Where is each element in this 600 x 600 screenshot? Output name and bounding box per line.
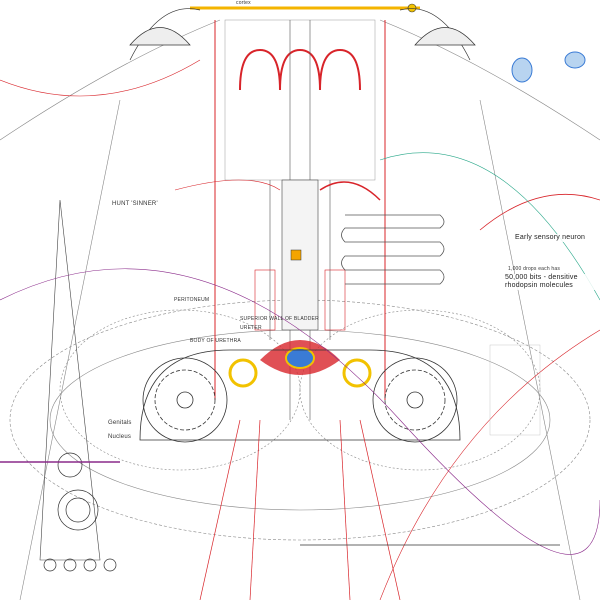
colored-curves: [0, 59, 600, 600]
label-peritoneum: PERITONEUM: [174, 297, 210, 303]
kidney-lobes: [174, 20, 386, 400]
label-hunt: HUNT 'SINNER': [112, 201, 158, 207]
label-sensory: Early sensory neuron: [515, 234, 586, 242]
label-ureter: URETER: [240, 325, 262, 331]
legend-block: [489, 344, 541, 436]
top-bar: [190, 3, 420, 13]
label-superior-wall: SUPERIOR WALL OF BLADDER: [240, 316, 319, 322]
left-instrument: [0, 452, 120, 572]
central-pelvis: [228, 340, 372, 388]
label-cortex: cortex: [236, 0, 251, 6]
serpentine-tube: [341, 214, 445, 285]
label-molecules: 50,000 bits - densitive rhodopsin molecu…: [505, 274, 597, 290]
top-arches: [129, 8, 476, 61]
spine-column: [224, 19, 376, 420]
label-nucleus: Nucleus: [108, 434, 132, 440]
label-drops: 1,000 drops each has: [508, 266, 561, 272]
wheels: [139, 349, 461, 443]
label-body-urethra: BODY OF URETHRA: [190, 338, 241, 344]
eye-right: [379, 51, 600, 301]
leg-lines: [199, 419, 560, 600]
label-genitals: Genitals: [108, 420, 132, 426]
